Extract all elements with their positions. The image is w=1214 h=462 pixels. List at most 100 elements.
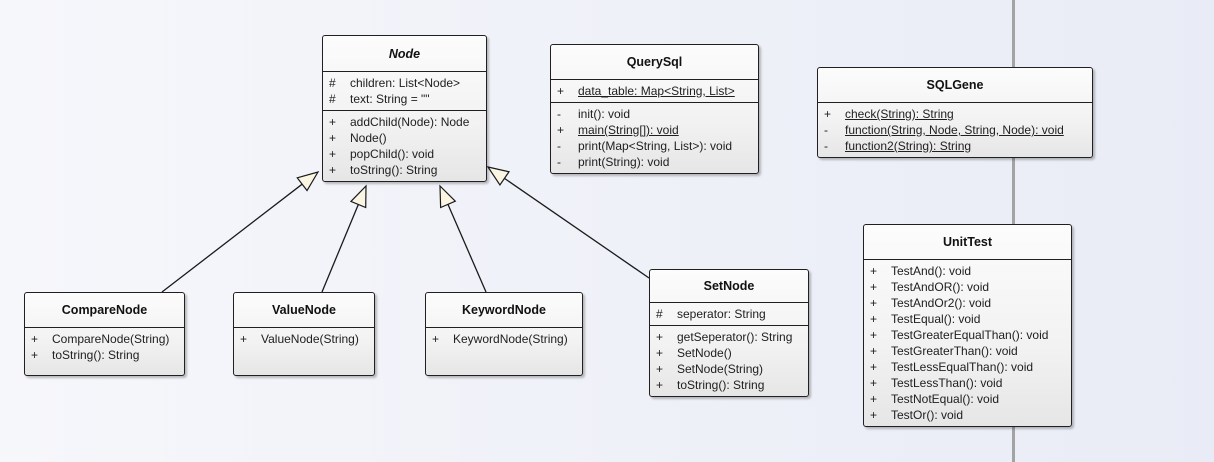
visibility-marker: + — [870, 312, 878, 326]
attribute-text: data_table: Map<String, List> — [578, 84, 735, 98]
visibility-marker: + — [870, 344, 878, 358]
visibility-marker: + — [870, 280, 878, 294]
operation-text: ValueNode(String) — [261, 332, 359, 346]
operation-text: function(String, Node, String, Node): vo… — [845, 123, 1064, 137]
operation-text: KeywordNode(String) — [453, 332, 568, 346]
operation-row: + KeywordNode(String) — [426, 331, 582, 347]
visibility-marker: + — [656, 378, 664, 392]
visibility-marker: + — [870, 408, 878, 422]
visibility-marker: # — [656, 307, 663, 321]
operation-row: -function2(String): String — [818, 138, 1092, 154]
visibility-marker: - — [824, 123, 828, 137]
operation-text: init(): void — [578, 107, 631, 121]
operations-compartment: +addChild(Node): Node+Node()+popChild():… — [323, 111, 486, 181]
operation-text: print(String): void — [578, 155, 670, 169]
operation-text: TestAndOr2(): void — [891, 296, 992, 310]
operation-text: CompareNode(String) — [52, 332, 170, 346]
generalization-line-comparenode[interactable] — [161, 183, 303, 293]
visibility-marker: + — [870, 360, 878, 374]
operation-row: +TestLessEqualThan(): void — [864, 359, 1071, 375]
visibility-marker: + — [656, 346, 664, 360]
visibility-marker: + — [329, 131, 337, 145]
class-node[interactable]: Node # children: List<Node>#text: String =… — [322, 35, 487, 182]
class-comparenode[interactable]: CompareNode + CompareNode(String)+toString… — [24, 292, 185, 376]
operation-text: TestAndOR(): void — [891, 280, 990, 294]
operation-row: + SetNode(String) — [650, 361, 808, 377]
class-name: UnitTest — [864, 225, 1071, 260]
operation-text: SetNode(String) — [677, 362, 764, 376]
visibility-marker: + — [656, 362, 664, 376]
operation-text: TestAnd(): void — [891, 264, 972, 278]
operation-text: toString(): String — [52, 348, 140, 362]
operation-row: + TestAndOr2(): void — [864, 295, 1071, 311]
attributes-compartment: # children: List<Node>#text: String = "" — [323, 72, 486, 111]
operation-row: - init(): void — [551, 106, 758, 122]
class-keywordnode[interactable]: KeywordNode + KeywordNode(String) — [425, 292, 583, 376]
operation-text: print(Map<String, List>): void — [578, 139, 733, 153]
class-unittest[interactable]: UnitTest + TestAnd(): void + TestAndOR(): vo… — [863, 224, 1072, 427]
generalization-line-valuenode[interactable] — [321, 204, 359, 293]
visibility-marker: + — [329, 163, 337, 177]
visibility-marker: + — [870, 264, 878, 278]
operations-compartment: +getSeperator(): String+SetNode()+SetNod… — [650, 326, 808, 396]
class-name: KeywordNode — [426, 293, 582, 328]
operation-row: +toString(): String — [323, 162, 486, 178]
generalization-arrowhead-keywordnode — [439, 184, 457, 209]
attribute-row: # seperator: String — [650, 306, 808, 322]
attribute-row: #text: String = "" — [323, 91, 486, 107]
operation-row: + addChild(Node): Node — [323, 114, 486, 130]
generalization-line-keywordnode[interactable] — [447, 204, 487, 293]
class-sqlgene[interactable]: SQLGene+check(String): String-function(S… — [817, 67, 1093, 158]
attribute-text: children: List<Node> — [350, 76, 461, 90]
operations-compartment: +check(String): String- function(String, … — [818, 103, 1092, 157]
visibility-marker: - — [557, 107, 561, 121]
generalization-arrowhead-setnode — [486, 166, 511, 187]
attribute-row: + data_table: Map<String, List> — [551, 83, 758, 99]
visibility-marker: - — [557, 155, 561, 169]
visibility-marker: + — [557, 84, 565, 98]
operation-row: + TestAndOR(): void — [864, 279, 1071, 295]
class-name: CompareNode — [25, 293, 184, 328]
visibility-marker: + — [31, 332, 39, 346]
operations-compartment: + TestAnd(): void + TestAndOR(): void + TestA… — [864, 260, 1071, 426]
operation-row: - function(String, Node, String, Node): v… — [818, 122, 1092, 138]
operation-row: + CompareNode(String) — [25, 331, 184, 347]
operation-text: TestGreaterThan(): void — [891, 344, 1018, 358]
visibility-marker: + — [432, 332, 440, 346]
attribute-text: seperator: String — [677, 307, 766, 321]
visibility-marker: + — [329, 115, 337, 129]
visibility-marker: + — [870, 296, 878, 310]
class-name: Node — [323, 36, 486, 72]
operation-row: +getSeperator(): String — [650, 329, 808, 345]
operations-compartment: + CompareNode(String)+toString(): String — [25, 328, 184, 375]
operation-row: - print(Map<String, List>): void — [551, 138, 758, 154]
class-name: SetNode — [650, 270, 808, 303]
operation-text: addChild(Node): Node — [350, 115, 470, 129]
class-setnode[interactable]: SetNode # seperator: String +getSeperator()… — [649, 269, 809, 397]
operation-row: +ValueNode(String) — [234, 331, 374, 347]
visibility-marker: + — [870, 392, 878, 406]
operation-text: TestEqual(): void — [891, 312, 981, 326]
attributes-compartment: # seperator: String — [650, 303, 808, 326]
operation-row: + TestEqual(): void — [864, 311, 1071, 327]
operation-text: Node() — [350, 131, 387, 145]
operation-text: TestOr(): void — [891, 408, 964, 422]
visibility-marker: - — [557, 139, 561, 153]
operation-row: +toString(): String — [25, 347, 184, 363]
operation-text: TestNotEqual(): void — [891, 392, 1000, 406]
generalization-line-setnode[interactable] — [504, 177, 650, 279]
operation-row: +TestGreaterEqualThan(): void — [864, 327, 1071, 343]
operations-compartment: + KeywordNode(String) — [426, 328, 582, 375]
operation-row: + TestGreaterThan(): void — [864, 343, 1071, 359]
operation-row: + TestAnd(): void — [864, 263, 1071, 279]
attribute-row: # children: List<Node> — [323, 75, 486, 91]
operation-row: + Node() — [323, 130, 486, 146]
operation-row: +check(String): String — [818, 106, 1092, 122]
operation-text: main(String[]): void — [578, 123, 679, 137]
operation-text: toString(): String — [677, 378, 765, 392]
class-querysql[interactable]: QuerySql+data_table: Map<String, List>-i… — [550, 44, 759, 174]
class-valuenode[interactable]: ValueNode+ValueNode(String) — [233, 292, 375, 376]
operation-row: + toString(): String — [650, 377, 808, 393]
visibility-marker: # — [329, 76, 336, 90]
